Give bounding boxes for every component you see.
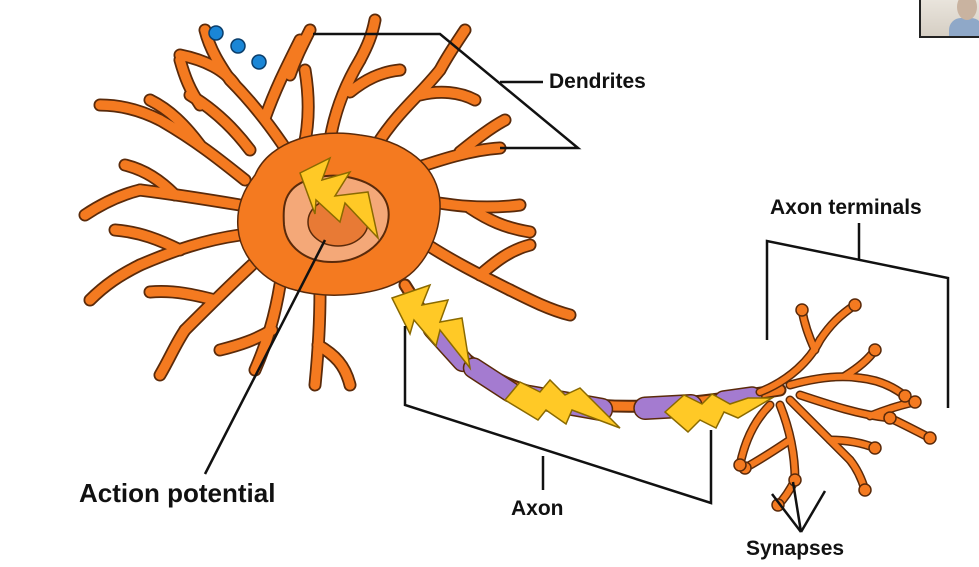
label-dendrites: Dendrites [549, 70, 646, 93]
axon-terminals-bracket [765, 239, 950, 408]
lightning-bolt-icon [299, 156, 380, 241]
dendrite-branch [313, 340, 355, 390]
dendrites-bracket [313, 32, 582, 150]
leader-lines [203, 32, 950, 533]
dendrite-branch [135, 230, 245, 270]
terminal-branch [817, 302, 858, 343]
dendrite-branch [175, 55, 205, 110]
presenter-head [957, 0, 977, 20]
synaptic-knob [883, 411, 897, 425]
synaptic-knob [908, 395, 922, 409]
synaptic-knob [795, 303, 809, 317]
dendrite-branches [78, 13, 577, 392]
dendrite-branch [135, 185, 245, 210]
synapses-leader-2 [791, 481, 803, 533]
dendrite-branch [155, 115, 250, 185]
dendrite-branch [85, 260, 145, 305]
action-potential-leader [203, 239, 327, 475]
terminal-branch [737, 402, 773, 468]
vesicle-dot-icon [208, 25, 224, 41]
dendrite-branch [325, 55, 365, 145]
dendrite-branch [80, 185, 145, 220]
dendrite-branch [415, 87, 480, 105]
synaptic-knob [788, 473, 802, 487]
lightning-bolt-icon [503, 378, 621, 429]
dendrite-branch [260, 35, 305, 123]
axon-terminal-branches [735, 300, 935, 510]
dendrite-branch [345, 65, 405, 97]
dendrite-branch [145, 95, 205, 150]
label-action-potential: Action potential [79, 478, 276, 508]
synaptic-knob [923, 431, 937, 445]
label-axon: Axon [511, 497, 564, 520]
lightning-bolt-icon [663, 393, 775, 434]
terminal-branch [757, 337, 823, 395]
dendrite-branch [110, 225, 185, 255]
dendrite-branch [355, 15, 380, 65]
presenter-shirt [949, 18, 979, 36]
dendrite-branch [175, 50, 240, 90]
axon-bracket [403, 326, 713, 505]
dendrite-branch [285, 25, 315, 80]
synaptic-knob [898, 389, 912, 403]
dendrite-branch [435, 25, 470, 75]
dendrite-branch [375, 65, 445, 145]
vesicles [208, 25, 267, 70]
terminal-branch [797, 392, 893, 421]
vesicle-dot-icon [230, 38, 246, 54]
terminal-branch [787, 397, 853, 463]
dendrite-branch [505, 285, 575, 320]
synaptic-knob [868, 441, 882, 455]
dendrite-branch [455, 115, 510, 157]
dendrite-branch [465, 203, 535, 237]
dendrite-branch [475, 240, 535, 280]
webcam-thumbnail[interactable] [919, 0, 979, 38]
dendrite-branch [155, 325, 190, 380]
synapses-leader-3 [799, 490, 827, 533]
terminal-branch [787, 373, 863, 388]
synaptic-knob [733, 458, 747, 472]
lightning-bolt-icon [390, 283, 472, 371]
label-axon-terminals: Axon terminals [770, 196, 922, 219]
dendrite-branch [95, 100, 165, 125]
synaptic-knob [771, 498, 785, 512]
action-potential-bolts [299, 156, 775, 434]
dendrite-branch [310, 287, 325, 390]
dendrite-branch [180, 257, 260, 335]
synapses-leader-1 [771, 493, 802, 533]
synaptic-knob [858, 483, 872, 497]
terminal-branch [742, 437, 793, 471]
dendrite-branch [145, 286, 220, 305]
dendrite-branch [120, 160, 180, 200]
vesicle-dot-icon [251, 54, 267, 70]
synaptic-knob [848, 298, 862, 312]
synaptic-knob [868, 343, 882, 357]
dendrite-branch [215, 325, 277, 355]
label-synapses: Synapses [746, 537, 845, 560]
